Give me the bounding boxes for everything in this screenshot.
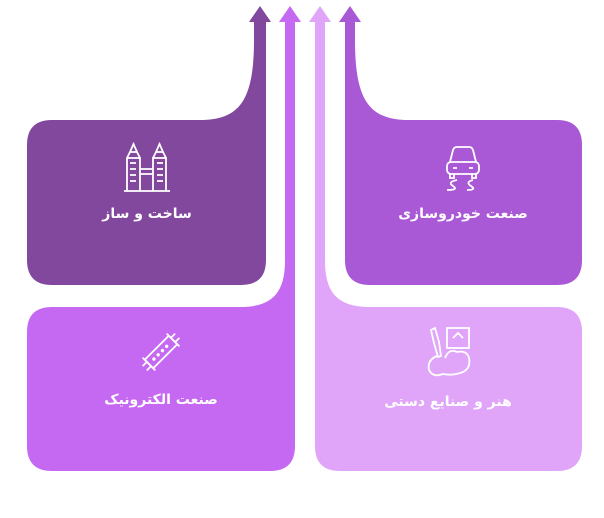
crafts-card-arrow — [309, 6, 582, 471]
card-label-electronics: صنعت الکترونیک — [104, 392, 218, 408]
construction-card-arrow — [27, 6, 271, 285]
circuit-component-icon — [141, 332, 181, 372]
card-label-construction: ساخت و ساز — [102, 206, 192, 222]
art-palette-icon — [427, 326, 471, 377]
card-label-automotive: صنعت خودروسازی — [398, 206, 528, 222]
buildings-icon — [124, 142, 170, 192]
car-icon — [446, 146, 480, 191]
card-label-crafts: هنر و صنایع دستی — [384, 394, 512, 410]
electronics-card-arrow — [27, 6, 301, 471]
automotive-card-arrow — [339, 6, 582, 285]
